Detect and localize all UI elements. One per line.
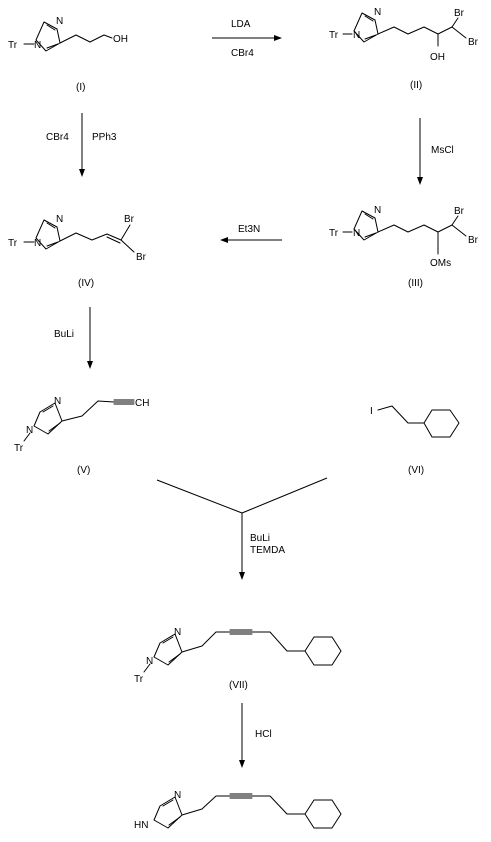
reagent-BuLi: BuLi (250, 533, 270, 544)
atom-NH: HN (134, 820, 148, 831)
atom-N-ring: N (54, 396, 61, 407)
reagent-LDA: LDA (231, 19, 251, 30)
reagent-CBr4: CBr4 (231, 48, 254, 59)
arrow-I-to-IV: CBr4 PPh3 (46, 113, 117, 177)
arrow-IV-to-V: BuLi (54, 307, 93, 369)
compound-III-label: (III) (408, 278, 423, 289)
arrow-V-VI-to-VII: BuLi TEMDA (156, 477, 328, 580)
reagent-HCl: HCl (255, 729, 272, 740)
atom-N-ring: N (34, 238, 41, 249)
compound-II-label: (II) (410, 80, 422, 91)
reagent-BuLi: BuLi (54, 329, 74, 340)
reagent-CBr4: CBr4 (46, 132, 69, 143)
atom-N-ring: N (146, 656, 153, 667)
product-structure: N HN (134, 790, 342, 831)
arrow-I-to-II: LDA CBr4 (212, 19, 282, 59)
compound-V-label: (V) (77, 465, 90, 476)
compound-IV-structure: N N Tr Br Br (IV) (8, 214, 147, 289)
atom-CH: CH (135, 398, 149, 409)
atom-N-ring: N (353, 30, 360, 41)
atom-N-ring: N (174, 627, 181, 638)
atom-OH: OH (113, 34, 128, 45)
atom-OMs: OMs (430, 258, 451, 269)
atom-N-ring: N (174, 790, 181, 801)
atom-N-ring: N (374, 205, 381, 216)
atom-Tr: Tr (8, 238, 18, 249)
atom-Br: Br (454, 206, 465, 217)
compound-VII-label: (VII) (229, 680, 248, 691)
atom-N-ring: N (353, 228, 360, 239)
atom-Br: Br (454, 8, 465, 19)
reagent-Et3N: Et3N (238, 224, 260, 235)
arrow-VII-to-product: HCl (239, 703, 272, 768)
atom-N-ring: N (56, 16, 63, 27)
atom-Tr: Tr (329, 30, 339, 41)
reagent-PPh3: PPh3 (92, 132, 117, 143)
compound-V-structure: N N Tr CH (V) (14, 396, 149, 476)
atom-Tr: Tr (134, 674, 144, 685)
compound-VI-label: (VI) (408, 465, 424, 476)
atom-Tr: Tr (8, 40, 18, 51)
compound-II-structure: N N Tr Br Br OH (II) (329, 7, 479, 91)
atom-I: I (370, 406, 373, 417)
atom-N-ring: N (374, 7, 381, 18)
reagent-MsCl: MsCl (431, 145, 454, 156)
compound-III-structure: N N Tr Br Br OMs (III) (329, 205, 479, 289)
atom-N-ring: N (34, 40, 41, 51)
atom-N-ring: N (26, 425, 33, 436)
compound-VI-structure: I (VI) (370, 405, 460, 476)
atom-N-ring: N (56, 214, 63, 225)
atom-Tr: Tr (14, 443, 24, 454)
atom-Br: Br (124, 214, 135, 225)
arrow-II-to-III: MsCl (417, 118, 454, 185)
arrow-III-to-IV: Et3N (220, 224, 282, 243)
atom-Br: Br (136, 252, 147, 263)
compound-I-label: (I) (76, 82, 85, 93)
compound-I-structure: N N Tr OH (I) (8, 16, 128, 93)
compound-VII-structure: N N Tr (VII) (134, 627, 342, 691)
atom-Br: Br (468, 37, 479, 48)
compound-IV-label: (IV) (78, 278, 94, 289)
reagent-TEMDA: TEMDA (250, 545, 285, 556)
atom-OH: OH (430, 52, 445, 63)
atom-Tr: Tr (329, 228, 339, 239)
atom-Br: Br (468, 235, 479, 246)
